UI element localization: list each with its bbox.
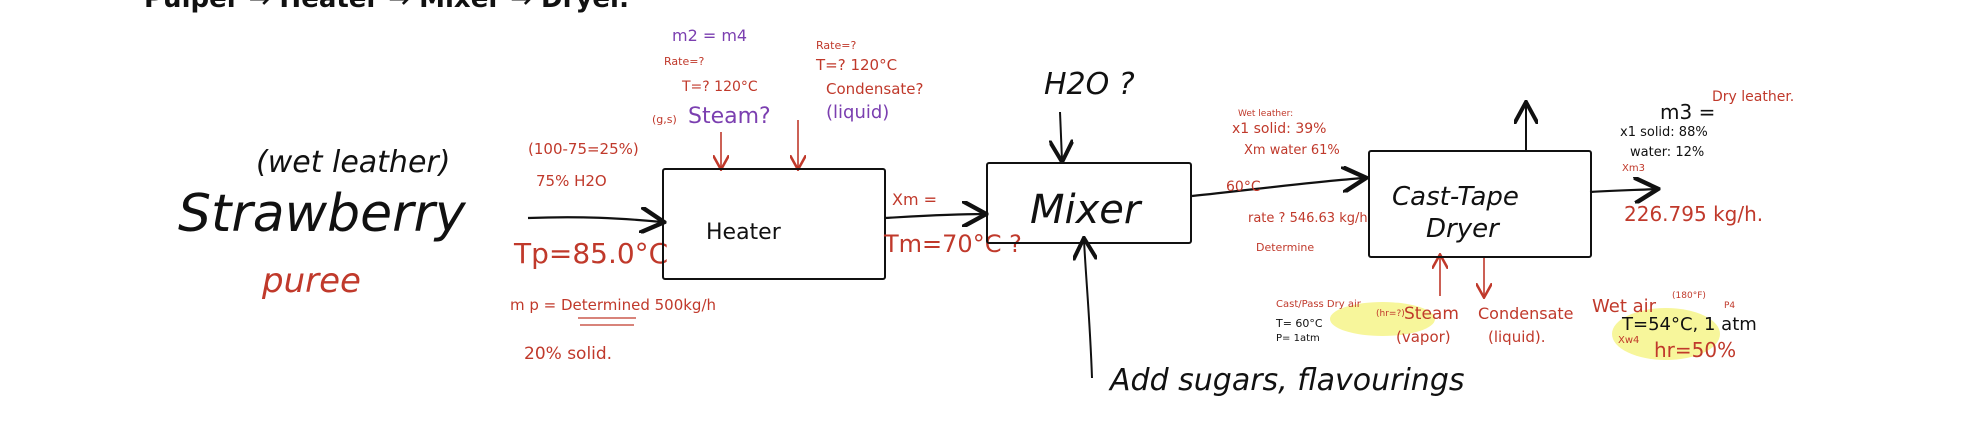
arrow-feed-to-heater — [527, 217, 662, 222]
wet-air-extra: (180°F) — [1672, 291, 1706, 301]
feed-mass-rate: m p = Determined 500kg/h — [510, 296, 717, 314]
product-x: Xm3 — [1622, 163, 1645, 174]
heater-label: Heater — [706, 220, 781, 245]
wet-air-label: Wet air — [1592, 296, 1657, 317]
product-solid: x1 solid: 88% — [1620, 125, 1708, 140]
dry-air-temp: T= 60°C — [1276, 317, 1323, 330]
dryer-steam-label: Steam — [1404, 304, 1459, 324]
condensate-label: Condensate? — [826, 80, 924, 98]
mixer-out-determine: Determine — [1256, 241, 1315, 254]
heater-out-temp: Tm=70°C ? — [884, 230, 1022, 258]
heater-box — [662, 168, 886, 280]
underline-determined — [578, 317, 636, 326]
product-water: water: 12% — [1630, 145, 1705, 160]
mixer-out-rate: rate ? 546.63 kg/h — [1248, 211, 1368, 226]
heater-out-xm: Xm = — [892, 190, 938, 209]
dry-air-note: (hr=?) — [1376, 309, 1405, 319]
arrow-water-to-mixer — [1060, 111, 1062, 160]
wet-air-x: Xw4 — [1618, 335, 1640, 346]
condensate-rate: Rate=? — [816, 39, 857, 52]
product-m3: m3 = — [1660, 100, 1716, 124]
wet-air-temp: T=54°C, 1 atm — [1622, 314, 1757, 335]
highlight-wet-air — [1612, 308, 1720, 360]
wet-air-hr: hr=50% — [1654, 338, 1737, 362]
wet-air-p: P4 — [1724, 301, 1736, 311]
dryer-label-line1: Cast-Tape — [1392, 182, 1519, 212]
dry-air-pressure: P= 1atm — [1276, 333, 1320, 344]
feed-note: (wet leather) — [256, 145, 451, 180]
mixer-out-header: Wet leather: — [1238, 109, 1294, 119]
steam-label: Steam? — [688, 104, 771, 129]
feed-title: Strawberry — [178, 184, 466, 244]
mixer-out-water: Xm water 61% — [1244, 143, 1340, 158]
mixer-out-temp: 60°C — [1226, 179, 1261, 195]
condensate-temp: T=? 120°C — [816, 56, 898, 74]
dryer-box — [1368, 150, 1592, 258]
product-name: Dry leather. — [1712, 89, 1795, 105]
process-sequence: Pulper → Heater → Mixer → Dryer. — [144, 0, 629, 12]
mixer-label: Mixer — [1030, 187, 1141, 233]
highlight-dry-air — [1330, 302, 1435, 336]
dryer-condensate-label: Condensate — [1478, 304, 1574, 323]
dryer-steam-phase: (vapor) — [1396, 328, 1451, 346]
steam-temp: T=? 120°C — [682, 79, 758, 95]
arrow-dryer-to-product — [1589, 189, 1656, 192]
product-rate: 226.795 kg/h. — [1624, 202, 1764, 226]
arrow-additives-to-mixer — [1084, 240, 1092, 379]
feed-solid: 20% solid. — [524, 344, 613, 364]
arrow-mixer-to-dryer — [1191, 178, 1364, 198]
mixer-additives: Add sugars, flavourings — [1110, 363, 1465, 398]
mixer-water-in: H2O ? — [1044, 67, 1135, 102]
condensate-phase: (liquid) — [826, 102, 890, 123]
steam-rate: Rate=? — [664, 55, 705, 68]
feed-temp: Tp=85.0°C — [514, 237, 669, 270]
arrow-heater-to-mixer — [884, 214, 984, 218]
feed-subtitle: puree — [262, 261, 361, 301]
steam-phase: (g,s) — [652, 113, 677, 126]
dry-air-label: Cast/Pass Dry air — [1276, 299, 1361, 310]
dryer-condensate-phase: (liquid). — [1488, 328, 1546, 346]
mixer-box — [986, 162, 1192, 244]
mixer-out-solid: x1 solid: 39% — [1232, 121, 1327, 137]
steam-mass-equality: m2 = m4 — [672, 26, 748, 45]
feed-calc: (100-75=25%) — [528, 140, 639, 158]
feed-water: 75% H2O — [536, 172, 607, 190]
dryer-label-line2: Dryer — [1426, 214, 1499, 244]
